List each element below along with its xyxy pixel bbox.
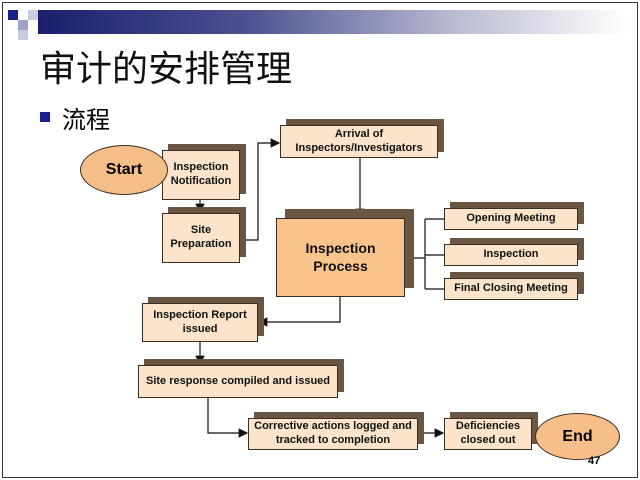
inspection-box: Inspection: [444, 244, 578, 266]
bullet-text: 流程: [62, 106, 110, 134]
inspection-report-box: Inspection Report issued: [142, 303, 258, 342]
end-node: End: [535, 413, 620, 460]
corrective-actions-box: Corrective actions logged and tracked to…: [248, 418, 418, 450]
opening-meeting-box: Opening Meeting: [444, 208, 578, 230]
arrow-process-report: [257, 297, 341, 327]
arrow-site-arrival: [240, 138, 281, 241]
slide-title: 审计的安排管理: [40, 49, 293, 90]
inspection-process-box: Inspection Process: [276, 218, 405, 297]
site-response-box: Site response compiled and issued: [138, 365, 338, 398]
page-number: 47: [588, 455, 601, 467]
site-preparation-box: Site Preparation: [162, 213, 240, 263]
deficiencies-box: Deficiencies closed out: [444, 418, 532, 450]
header-decoration: [18, 30, 28, 40]
connector-process-meetings: [405, 218, 444, 290]
final-closing-meeting-box: Final Closing Meeting: [444, 278, 578, 300]
arrival-box: Arrival of Inspectors/Investigators: [280, 125, 438, 158]
header-decoration: [8, 10, 18, 20]
inspection-notification-box: Inspection Notification: [162, 150, 240, 200]
header-bar: [38, 10, 628, 34]
bullet-icon: [40, 112, 50, 122]
arrow-response-corrective: [207, 398, 249, 438]
start-node: Start: [80, 145, 168, 195]
header-decoration: [28, 10, 38, 20]
header-decoration: [18, 20, 28, 30]
